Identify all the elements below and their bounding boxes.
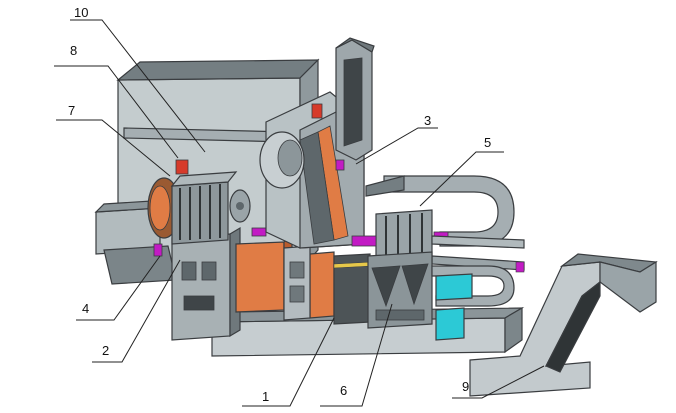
callout-3: 3 — [424, 113, 432, 128]
spindle-nose-center — [236, 202, 244, 210]
callout-4: 4 — [82, 301, 90, 316]
carriage-window-2 — [289, 285, 305, 303]
tailstock-web — [371, 265, 401, 308]
cooling-fins — [179, 184, 221, 240]
cable-carrier-flap — [365, 175, 405, 197]
leader-3 — [355, 127, 438, 165]
motor-red-part — [175, 159, 189, 175]
coupler-right — [351, 235, 377, 247]
orange-motor-2 — [309, 251, 335, 319]
orange-motor — [235, 241, 285, 313]
rail-end-magenta — [515, 261, 525, 273]
callout-8: 8 — [70, 43, 78, 58]
leader-4 — [76, 255, 161, 321]
gantry-arm-slot — [343, 57, 363, 147]
leader-lines — [54, 19, 545, 407]
column-window — [181, 261, 197, 281]
leader-8 — [54, 65, 179, 159]
carriage-window — [289, 261, 305, 279]
column-window-3 — [183, 295, 215, 311]
gantry-arm-top — [335, 37, 375, 53]
rotary-chuck-face — [149, 185, 171, 231]
leader-7 — [56, 119, 171, 177]
tailstock-slot — [375, 309, 425, 321]
vertical-column — [171, 233, 231, 341]
support-arm-dark — [545, 280, 601, 373]
tailstock-web-2 — [401, 263, 429, 306]
right-rail — [431, 235, 525, 249]
coupler-left — [251, 227, 267, 237]
turret-head-inner — [277, 139, 303, 177]
chuck-marker — [153, 243, 163, 257]
callout-1: 1 — [262, 389, 270, 404]
callout-5: 5 — [484, 135, 492, 150]
leader-5 — [419, 151, 504, 207]
leader-2 — [92, 259, 181, 363]
callout-10: 10 — [74, 5, 89, 20]
turret-slide-dark — [299, 131, 335, 245]
gantry-red-part — [311, 103, 323, 119]
spindle-base — [103, 245, 177, 285]
motor-top — [170, 171, 238, 187]
leader-1 — [242, 317, 335, 407]
cyan-block-lower — [435, 307, 465, 341]
gantry-marker — [335, 159, 345, 171]
right-fins — [385, 213, 423, 256]
callout-2: 2 — [102, 343, 110, 358]
column-window-2 — [201, 261, 217, 281]
leader-6 — [320, 303, 393, 407]
leader-10 — [70, 19, 206, 153]
support-arm-end — [599, 260, 657, 313]
leader-9 — [452, 365, 545, 399]
main-base-side — [504, 306, 523, 354]
cyan-block — [435, 273, 473, 301]
rear-panel-top — [116, 59, 320, 81]
callout-7: 7 — [68, 103, 76, 118]
callout-6: 6 — [340, 383, 348, 398]
callout-9: 9 — [462, 379, 470, 394]
middle-carriage — [283, 245, 311, 321]
